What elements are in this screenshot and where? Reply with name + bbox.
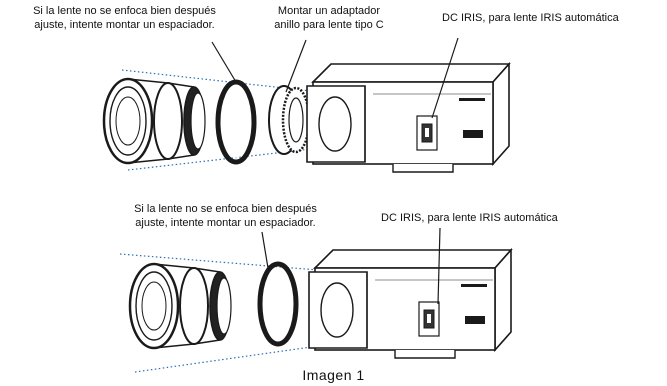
bottom-camera-body-icon bbox=[308, 249, 512, 359]
top-c-mount-adapter-icon bbox=[267, 84, 311, 156]
bottom-leader-lines bbox=[261, 227, 441, 305]
bottom-dotted-guide-lines bbox=[119, 253, 319, 373]
top-leader-lines bbox=[211, 37, 459, 119]
top-lens-icon bbox=[102, 77, 207, 165]
bottom-lens-icon bbox=[128, 262, 233, 350]
bottom-dc-iris-note: DC IRIS, para lente IRIS automática bbox=[381, 212, 558, 224]
top-spacer-note: Si la lente no se enfoca bien después aj… bbox=[33, 5, 216, 31]
top-adapter-note: Montar un adaptador anillo para lente ti… bbox=[274, 5, 384, 31]
bottom-spacer-ring-icon bbox=[260, 264, 296, 344]
bottom-spacer-note: Si la lente no se enfoca bien después aj… bbox=[134, 203, 317, 229]
top-spacer-ring-icon bbox=[218, 82, 254, 162]
top-camera-body-icon bbox=[306, 63, 510, 173]
figure-caption: Imagen 1 bbox=[302, 367, 365, 383]
top-dc-iris-note: DC IRIS, para lente IRIS automática bbox=[442, 12, 619, 24]
